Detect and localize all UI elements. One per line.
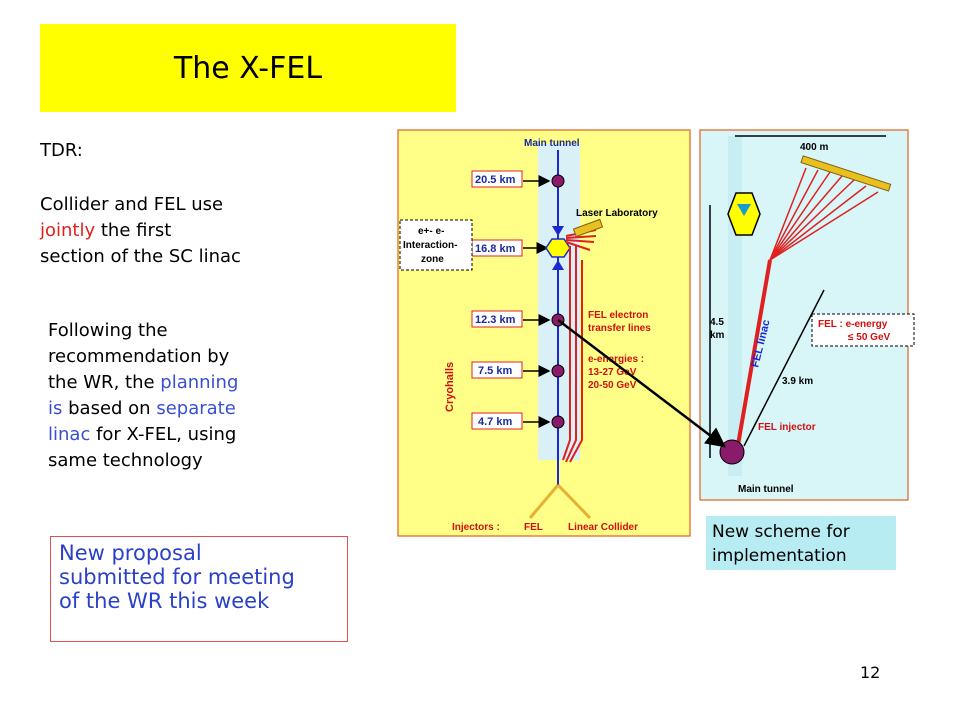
interaction-label: Interaction- <box>403 240 457 251</box>
energies-label-2: 13-27 GeV <box>588 367 637 378</box>
fan-end-bar <box>800 155 892 192</box>
planning-word: planning <box>160 372 239 393</box>
is-word: is <box>48 398 63 419</box>
connector-arrow <box>557 319 726 448</box>
following-line-2: recommendation by <box>48 346 230 367</box>
laser-lab-bar <box>572 218 604 238</box>
following-line-6: same technology <box>48 450 203 471</box>
fel-transfer-lines <box>562 229 597 463</box>
cryohalls-label: Cryohalls <box>444 362 456 412</box>
title-box: The X-FEL <box>40 24 456 112</box>
fel-injector-left: FEL <box>524 522 543 533</box>
injectors-label: Injectors : <box>452 522 500 533</box>
distance-7-5: 7.5 km <box>478 365 512 377</box>
distance-3-9-arrow <box>743 289 825 447</box>
proposal-line-2: submitted for meeting <box>59 565 295 589</box>
following-line-3a: the WR, the <box>48 372 161 393</box>
interaction-hexagon <box>545 238 571 258</box>
proposal-line-3: of the WR this week <box>59 589 270 613</box>
tdr-line-1: Collider and FEL use <box>40 194 224 215</box>
tdr-line-3: section of the SC linac <box>40 246 241 267</box>
linear-collider-label: Linear Collider <box>568 522 638 533</box>
ee-label: e+- e- <box>418 226 444 237</box>
right-arrow-down-icon <box>737 204 751 216</box>
following-line-1: Following the <box>48 320 168 341</box>
interaction-zone-box <box>399 219 473 271</box>
fel-transfer-label-1: FEL electron <box>588 310 648 321</box>
following-line-5b: for X-FEL, using <box>90 424 237 445</box>
fel-linac-line <box>736 259 772 446</box>
page-title: The X-FEL <box>173 50 323 86</box>
laser-lab-label: Laser Laboratory <box>576 208 658 219</box>
energy-box-line-1: FEL : e-energy <box>818 319 888 330</box>
linac-word: linac <box>48 424 91 445</box>
distance-16-8: 16.8 km <box>475 243 516 255</box>
arrow-down-icon <box>552 226 564 236</box>
energy-box-line-2: ≤ 50 GeV <box>848 332 891 343</box>
page-number: 12 <box>860 663 881 682</box>
proposal-box: New proposal submitted for meeting of th… <box>50 536 348 642</box>
distance-4-7: 4.7 km <box>478 416 512 428</box>
tdr-label: TDR: <box>40 140 83 161</box>
zone-label: zone <box>421 254 444 265</box>
main-tunnel-label-right: Main tunnel <box>738 484 794 495</box>
energies-label-1: e-energies : <box>588 354 644 365</box>
fel-fan-lines <box>769 167 879 261</box>
separate-word: separate <box>156 398 236 419</box>
length-label-1: 4.5 <box>710 317 724 328</box>
tdr-line-2: jointly the first <box>40 218 171 244</box>
distance-12-3: 12.3 km <box>475 314 516 326</box>
following-line-3: the WR, the planning <box>48 370 238 396</box>
following-line-5: linac for X-FEL, using <box>48 422 236 448</box>
distance-labels: 20.5 km 16.8 km 12.3 km 7.5 km 4.7 km <box>471 170 551 430</box>
distance-3-9-label: 3.9 km <box>782 376 813 387</box>
energy-box <box>811 313 915 347</box>
proposal-line-1: New proposal <box>59 541 202 565</box>
energies-label-3: 20-50 GeV <box>588 380 637 391</box>
caption-box: New scheme for implementation <box>706 516 896 570</box>
distance-20-5: 20.5 km <box>475 174 516 186</box>
caption-line-2: implementation <box>712 546 847 566</box>
tdr-line-2-rest: the first <box>95 220 172 241</box>
width-label: 400 m <box>800 142 828 153</box>
injector-fork <box>528 483 592 520</box>
main-tunnel-dot <box>719 439 745 465</box>
fel-transfer-label-2: transfer lines <box>588 323 651 334</box>
following-line-4: is based on separate <box>48 396 236 422</box>
fel-injector-label: FEL injector <box>758 422 816 433</box>
caption-line-1: New scheme for <box>712 522 850 542</box>
length-label-2: km <box>710 330 725 341</box>
main-tunnel-label-left: Main tunnel <box>524 138 580 149</box>
following-line-4b: based on <box>62 398 157 419</box>
arrow-up-icon <box>552 260 564 270</box>
jointly-word: jointly <box>40 220 96 241</box>
